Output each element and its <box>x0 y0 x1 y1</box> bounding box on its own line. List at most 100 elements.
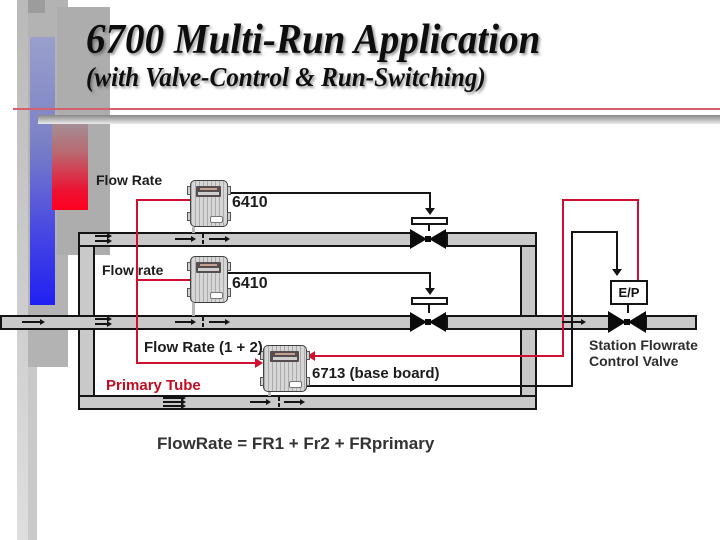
ep-red-line-top <box>562 199 639 201</box>
decor-left-strip <box>17 0 28 540</box>
ep-feed-line-v <box>616 231 618 269</box>
run1-inflow-arrow-icon <box>95 233 112 239</box>
run1-meter-stem <box>192 227 195 233</box>
run1-actuator-stem <box>428 225 430 231</box>
run2-flow-arrow-icon <box>175 319 196 325</box>
meter-slot-icon <box>210 216 223 223</box>
right-arrow-icon <box>255 358 263 368</box>
down-arrow-icon <box>612 269 622 276</box>
run1-valve-signal-drop <box>429 192 431 208</box>
primary-inflow-arrow-icon <box>163 403 186 409</box>
run2-flow-computer <box>187 256 231 303</box>
page-title: 6700 Multi-Run Application <box>86 17 541 63</box>
meter-nameplate-icon <box>270 351 299 362</box>
run1-inflow-arrow-icon <box>95 238 112 244</box>
mount-ear-icon <box>260 377 264 386</box>
baseboard-flow-computer <box>260 345 310 392</box>
run1-flow-arrow-icon <box>175 236 196 242</box>
primary-inflow-arrow-icon <box>163 395 186 401</box>
run1-pipe-right <box>446 232 535 247</box>
run2-inflow-arrow-icon <box>95 321 112 327</box>
run2-flowrate-line <box>138 279 190 281</box>
run2-sensor-dash <box>202 323 204 327</box>
run1-pipe-left <box>80 232 412 247</box>
inlet-flow-arrow-icon <box>22 319 45 325</box>
mount-ear-icon <box>227 212 231 221</box>
run1-valve-icon <box>410 229 446 249</box>
baseboard-ep-line-h <box>307 385 573 387</box>
outlet-pipe-right <box>645 315 697 330</box>
run2-valve-actuator <box>411 297 448 305</box>
run2-inflow-arrow-icon <box>95 316 112 322</box>
run2-valve-icon <box>410 312 446 332</box>
primary-inflow-arrow-icon <box>163 399 186 405</box>
mount-ear-icon <box>187 262 191 271</box>
decor-blue-bar <box>30 37 55 305</box>
down-arrow-icon <box>425 208 435 215</box>
ep-valve-stem <box>627 303 629 313</box>
flowrate-bus-line <box>136 199 138 364</box>
ep-baseboard-red-line-v <box>562 199 564 357</box>
baseboard-label: 6713 (base board) <box>312 365 440 382</box>
primary-sensor-dash <box>278 403 280 407</box>
meter-nameplate-icon <box>196 186 221 197</box>
down-arrow-icon <box>425 288 435 295</box>
title-block: 6700 Multi-Run Application (with Valve-C… <box>86 18 540 93</box>
run1-flowrate-label: Flow Rate <box>96 172 163 188</box>
mount-ear-icon <box>227 262 231 271</box>
mount-ear-icon <box>260 351 264 360</box>
mount-ear-icon <box>306 377 310 386</box>
run2-valve-signal-line <box>228 272 431 274</box>
ep-converter-box: E/P <box>610 280 648 305</box>
ep-feed-line-h <box>571 231 618 233</box>
run2-meter-label: 6410 <box>232 275 268 292</box>
ep-baseboard-red-line-h <box>314 355 564 357</box>
title-gradient-bar <box>38 115 720 124</box>
primary-tube-pipe <box>80 395 535 410</box>
run2-actuator-stem <box>428 305 430 313</box>
decor-dark-square <box>28 0 45 13</box>
run1-valve-signal-line <box>228 192 431 194</box>
ep-converter-label: E/P <box>618 285 640 300</box>
run2-pipe-left <box>80 315 412 330</box>
meter-slot-icon <box>289 381 302 388</box>
run2-flowrate-label: Flow rate <box>102 262 164 278</box>
baseboard-stem <box>268 392 271 396</box>
run1-flow-computer <box>187 180 231 227</box>
run1-sensor-dash <box>202 240 204 244</box>
ep-red-line-drop <box>637 199 639 280</box>
mount-ear-icon <box>227 186 231 195</box>
flowrate-formula: FlowRate = FR1 + Fr2 + FRprimary <box>157 434 435 453</box>
decor-red-bar <box>52 120 88 210</box>
page-subtitle: (with Valve-Control & Run-Switching) <box>86 62 486 93</box>
primary-tube-label: Primary Tube <box>106 377 201 394</box>
mount-ear-icon <box>306 351 310 360</box>
station-valve-label-line1: Station Flowrate <box>589 337 698 353</box>
primary-flow-arrow-icon <box>284 399 305 405</box>
outlet-flow-arrow-icon <box>562 319 586 325</box>
left-arrow-icon <box>307 351 315 361</box>
mount-ear-icon <box>187 288 191 297</box>
run2-flow-arrow-icon <box>209 319 230 325</box>
meter-nameplate-icon <box>196 262 221 273</box>
mount-ear-icon <box>187 212 191 221</box>
run1-flowrate-line <box>138 199 190 201</box>
run1-flow-arrow-icon <box>209 236 230 242</box>
run2-sensor-dash <box>202 317 204 321</box>
sum-flowrate-line <box>138 362 256 364</box>
run2-valve-signal-drop <box>429 272 431 288</box>
primary-sensor-dash <box>278 397 280 401</box>
mount-ear-icon <box>227 288 231 297</box>
run1-meter-label: 6410 <box>232 194 268 211</box>
station-valve-icon <box>608 311 646 333</box>
sum-flowrate-label: Flow Rate (1 + 2) <box>144 339 263 356</box>
run1-valve-actuator <box>411 217 448 225</box>
meter-slot-icon <box>210 292 223 299</box>
run1-sensor-dash <box>202 234 204 238</box>
mount-ear-icon <box>187 186 191 195</box>
primary-flow-arrow-icon <box>250 399 271 405</box>
title-underline <box>13 108 720 110</box>
run2-pipe-right <box>446 315 535 330</box>
station-valve-label-line2: Control Valve <box>589 353 679 370</box>
